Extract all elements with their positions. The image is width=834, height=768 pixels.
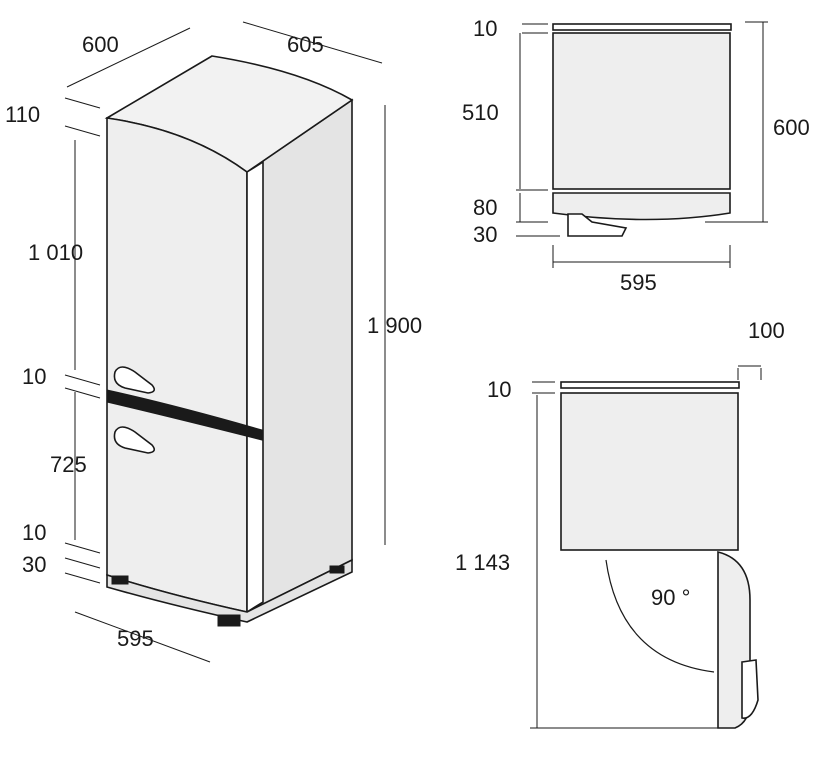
width-top-dimension-line <box>242 21 383 64</box>
width-bottom-label: 595 <box>117 626 154 651</box>
upper-divider-label: 10 <box>22 364 46 389</box>
side-door-depth-label: 80 <box>473 195 497 220</box>
side-handle <box>567 213 628 237</box>
side-body-depth-label: 510 <box>462 100 499 125</box>
freezer-height-label: 725 <box>50 452 87 477</box>
lower-divider-label: 10 <box>22 520 46 545</box>
side-width-line <box>552 245 731 268</box>
freezer-handle <box>113 426 156 454</box>
side-top-strip <box>552 23 732 31</box>
lower-ticks <box>64 542 101 584</box>
plan-view: 100 10 1 143 90 ° <box>455 318 785 729</box>
side-top-gap-label: 10 <box>473 16 497 41</box>
top-cap-ticks <box>64 97 101 137</box>
plan-door-swing-label: 1 143 <box>455 550 510 575</box>
plinth-label: 30 <box>22 552 46 577</box>
front-right-foot <box>217 614 241 627</box>
upper-divider-ticks <box>64 374 101 399</box>
width-top-label: 605 <box>287 32 324 57</box>
side-lower-ticks <box>516 189 560 237</box>
fridge-perspective: 600 605 110 1 010 10 725 10 30 1 900 595 <box>5 21 422 663</box>
side-view: 10 510 600 80 30 595 <box>462 16 810 295</box>
side-right-ticks <box>705 21 768 223</box>
depth-label: 600 <box>82 32 119 57</box>
depth-dimension-line <box>66 27 191 88</box>
plan-top-ticks <box>532 381 555 394</box>
side-handle-depth-label: 30 <box>473 222 497 247</box>
plan-door-handle <box>741 659 759 719</box>
rear-foot <box>329 565 345 574</box>
total-height-label: 1 900 <box>367 313 422 338</box>
width-bottom-dimension-line <box>74 611 211 663</box>
plan-clearance-line <box>737 365 762 380</box>
divider-band <box>106 389 263 441</box>
fridge-handle <box>113 366 156 394</box>
plan-angle-label: 90 ° <box>651 585 690 610</box>
plan-top-strip <box>560 381 740 389</box>
plan-top-gap-label: 10 <box>487 377 511 402</box>
top-cap-label: 110 <box>5 102 40 127</box>
fridge-front <box>106 117 248 613</box>
plinth-base <box>106 558 353 623</box>
fridge-height-label: 1 010 <box>28 240 83 265</box>
side-top-ticks <box>522 23 548 34</box>
side-body <box>552 32 731 190</box>
front-left-foot <box>111 575 129 585</box>
side-width-label: 595 <box>620 270 657 295</box>
plan-body <box>560 392 739 551</box>
door-edge-strip <box>246 160 264 614</box>
side-total-depth-label: 600 <box>773 115 810 140</box>
door-swing-arc <box>605 559 715 673</box>
plan-clearance-label: 100 <box>748 318 785 343</box>
